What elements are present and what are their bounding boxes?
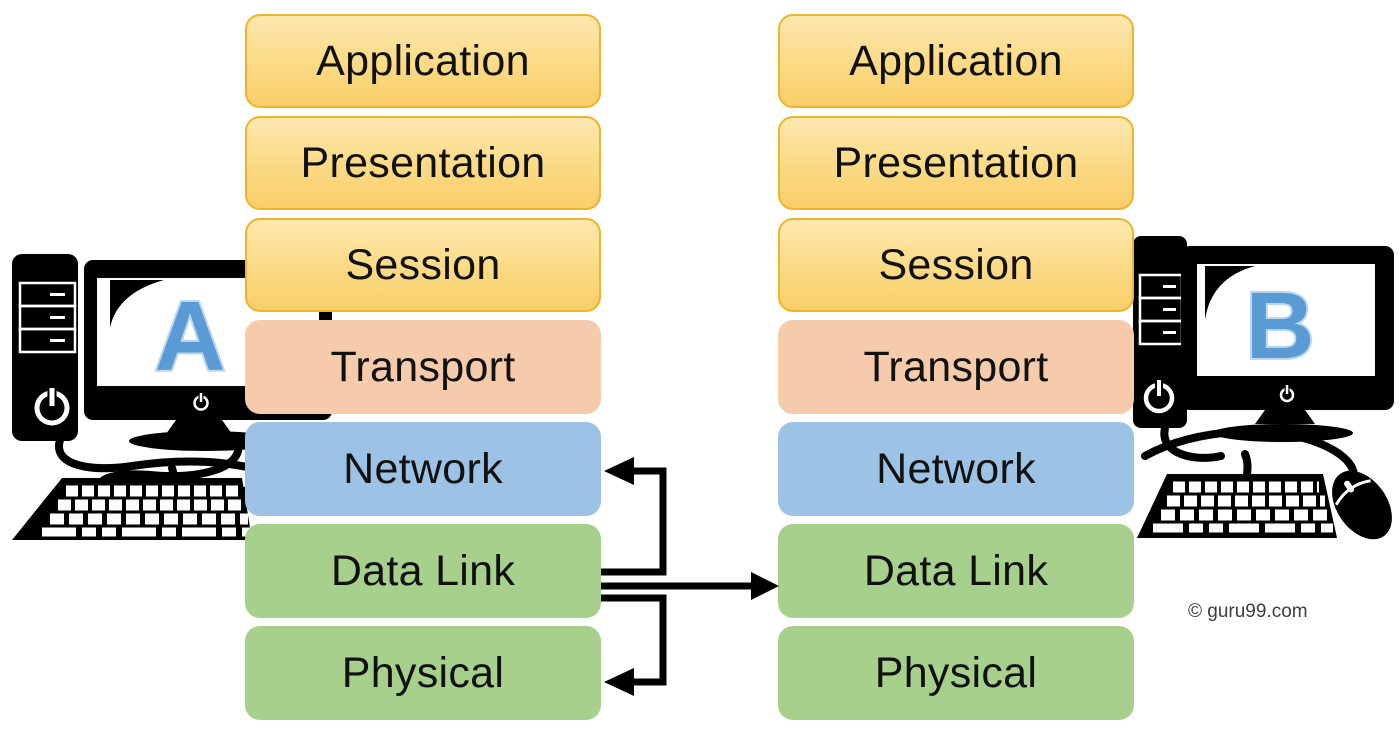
arrowhead-left-physical bbox=[604, 668, 634, 696]
arrowhead-right-datalink bbox=[751, 572, 779, 600]
monitor-stand bbox=[166, 420, 232, 434]
layer-session-a: Session bbox=[245, 218, 601, 312]
layer-presentation-b: Presentation bbox=[778, 116, 1134, 210]
screen-corner-fold bbox=[110, 280, 164, 328]
arrow-datalink-to-network bbox=[601, 467, 667, 576]
tower-icon bbox=[12, 254, 78, 441]
screen bbox=[1197, 264, 1375, 376]
monitor-base bbox=[129, 431, 281, 451]
screen-corner-fold bbox=[1205, 266, 1255, 320]
mouse-icon bbox=[1332, 470, 1392, 540]
watermark: © guru99.com bbox=[1188, 601, 1308, 622]
keyboard-icon bbox=[12, 478, 252, 540]
monitor-power-icon bbox=[1279, 385, 1295, 403]
monitor-icon: B bbox=[1181, 246, 1394, 442]
layer-transport-b: Transport bbox=[778, 320, 1134, 414]
arrowhead-left-network bbox=[604, 457, 634, 485]
computer-b-illustration: B bbox=[1133, 236, 1394, 540]
power-button-icon bbox=[34, 388, 70, 426]
layer-datalink-b: Data Link bbox=[778, 524, 1134, 618]
layer-datalink-a: Data Link bbox=[245, 524, 601, 618]
osi-stack-a: Application Presentation Session Transpo… bbox=[245, 14, 601, 720]
device-letter-a: A bbox=[155, 281, 226, 391]
arrow-datalink-to-physical bbox=[601, 594, 667, 686]
osi-stack-b: Application Presentation Session Transpo… bbox=[778, 14, 1134, 720]
layer-network-a: Network bbox=[245, 422, 601, 516]
layer-presentation-a: Presentation bbox=[245, 116, 601, 210]
layer-physical-a: Physical bbox=[245, 626, 601, 720]
layer-application-b: Application bbox=[778, 14, 1134, 108]
layer-session-b: Session bbox=[778, 218, 1134, 312]
monitor-power-icon bbox=[193, 393, 209, 411]
layer-application-a: Application bbox=[245, 14, 601, 108]
device-letter-b: B bbox=[1246, 273, 1315, 379]
layer-physical-b: Physical bbox=[778, 626, 1134, 720]
monitor-stand bbox=[1255, 410, 1315, 424]
keyboard-icon bbox=[1137, 474, 1337, 538]
tower-icon bbox=[1133, 236, 1187, 428]
power-button-icon bbox=[1143, 380, 1175, 414]
layer-transport-a: Transport bbox=[245, 320, 601, 414]
layer-network-b: Network bbox=[778, 422, 1134, 516]
